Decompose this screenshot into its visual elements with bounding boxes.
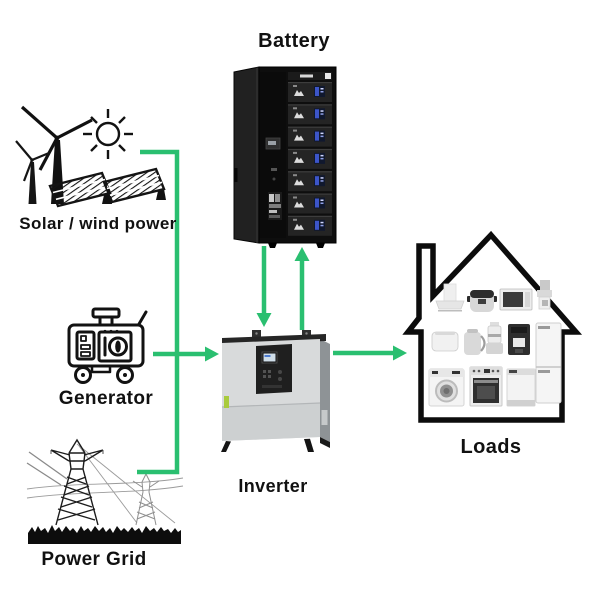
inverter-label-sticker <box>224 396 229 408</box>
battery-module-stack <box>288 72 332 236</box>
battery-label: Battery <box>258 30 330 52</box>
loads-label: Loads <box>460 436 522 458</box>
solar-panel-icon <box>48 167 166 208</box>
solar-wind-label: Solar / wind power <box>19 214 177 233</box>
transmission-tower-small-icon <box>132 472 160 526</box>
arrowhead-down-battery <box>256 313 272 327</box>
wind-turbine-small-icon <box>15 140 50 204</box>
inverter-icon <box>221 330 330 452</box>
cabinet-door <box>233 66 260 244</box>
battery-cabinet-icon <box>233 66 337 248</box>
battery-control-panel <box>260 72 286 238</box>
sun-icon <box>83 109 133 159</box>
generator-label: Generator <box>58 388 154 409</box>
transmission-tower-icon <box>50 438 104 526</box>
house-appliances-icon <box>402 230 583 423</box>
inverter-display-panel <box>256 344 292 394</box>
arrowhead-up-battery <box>294 247 310 261</box>
appliances-group <box>428 280 562 407</box>
generator-icon <box>67 307 148 384</box>
power-grid-label: Power Grid <box>41 549 147 570</box>
solar-wind-icon <box>15 105 166 208</box>
inverter-label: Inverter <box>238 476 308 496</box>
power-lines <box>26 443 184 524</box>
grass-silhouette <box>28 525 181 544</box>
power-grid-icon <box>26 438 184 544</box>
